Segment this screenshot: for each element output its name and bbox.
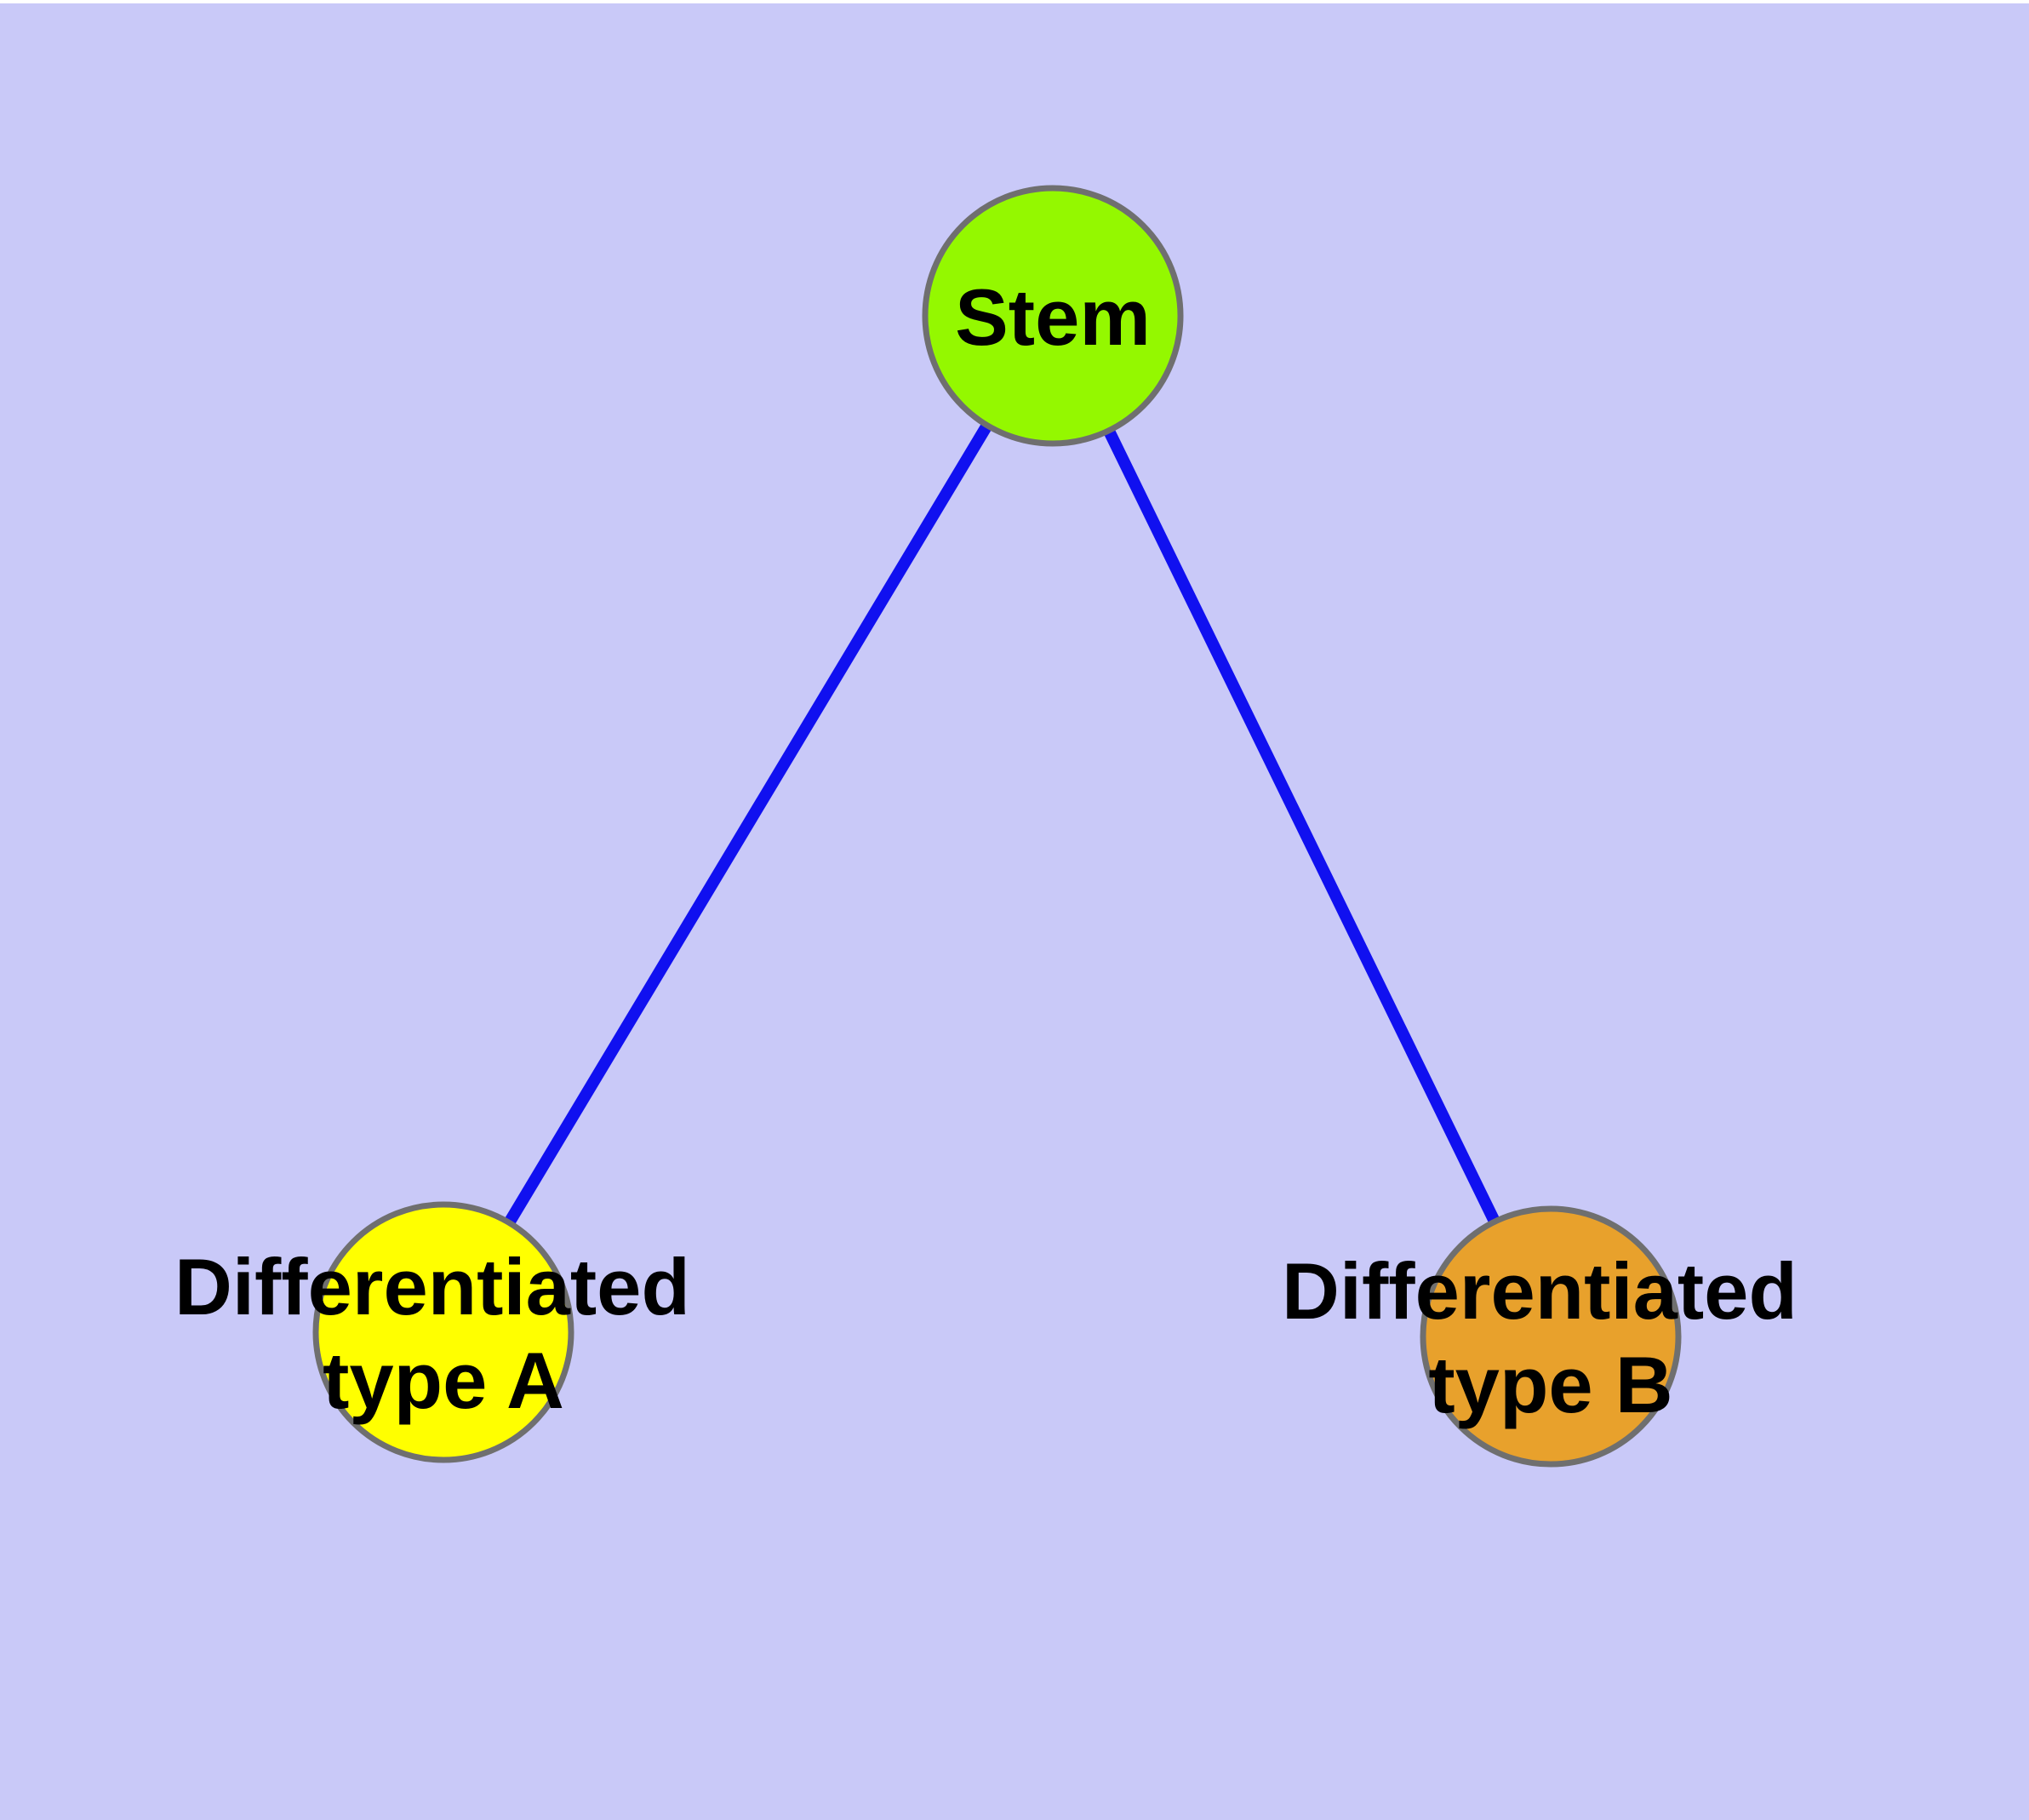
node-differentiated-type-a-label-line2: type A: [323, 1336, 564, 1425]
node-differentiated-type-b-circle: [1420, 1205, 1682, 1468]
node-differentiated-type-b-label-line2: type B: [1428, 1340, 1672, 1429]
node-differentiated-type-a-circle: [312, 1201, 574, 1463]
node-stem-label: Stem: [955, 272, 1151, 362]
node-differentiated-type-b: Differentiated type B: [1282, 1205, 1820, 1468]
node-stem: Stem: [922, 185, 1184, 447]
edge-group: [437, 312, 1557, 1340]
node-stem-circle: [922, 185, 1184, 447]
node-differentiated-type-a-label: Differentiated type A: [174, 1242, 712, 1425]
node-differentiated-type-a-label-line1: Differentiated: [174, 1242, 690, 1331]
node-differentiated-type-b-label-line1: Differentiated: [1282, 1246, 1798, 1336]
edge-stem-to-type-a: [437, 312, 1059, 1336]
node-differentiated-type-b-label: Differentiated type B: [1282, 1246, 1820, 1429]
edge-stem-to-type-b: [1047, 312, 1557, 1340]
node-differentiated-type-a: Differentiated type A: [174, 1201, 712, 1463]
